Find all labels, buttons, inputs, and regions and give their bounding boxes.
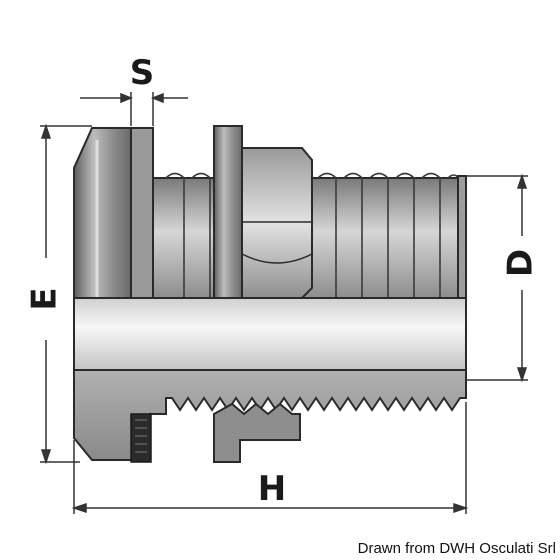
dimension-label-d: D (501, 249, 541, 277)
dimension-label-s: S (130, 53, 155, 93)
dimension-label-h: H (258, 469, 286, 509)
thread-ridges (165, 172, 459, 298)
bore-tube (73, 297, 467, 371)
washer (130, 127, 154, 299)
thread-end (457, 175, 467, 299)
dimension-label-e: E (25, 287, 65, 310)
fitting-lower-section (73, 369, 467, 463)
dimension-lines (40, 92, 528, 514)
hex-nut (241, 147, 313, 299)
credit-text: Drawn from DWH Osculati Srl (358, 540, 556, 557)
lock-ring (213, 125, 243, 299)
nut-section (213, 402, 301, 463)
section-wall (73, 369, 467, 461)
gasket (130, 413, 152, 463)
fitting-upper-exterior (73, 125, 467, 299)
flange-head (73, 127, 132, 299)
